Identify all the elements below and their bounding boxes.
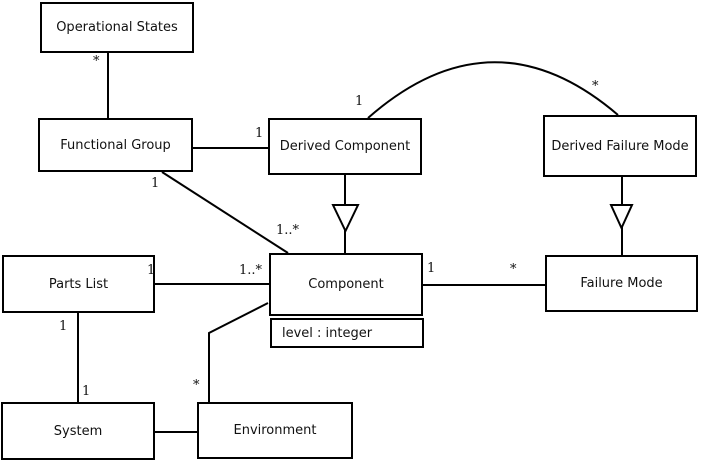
class-label: Derived Failure Mode [551, 138, 689, 154]
multiplicity-label: 1..* [239, 263, 263, 278]
multiplicity-label: 1..* [276, 223, 300, 238]
multiplicity-label: * [93, 54, 100, 69]
multiplicity-label: 1 [147, 263, 156, 278]
multiplicity-label: 1 [151, 176, 160, 191]
class-label: Operational States [56, 20, 178, 35]
edge-functional-group-component [161, 171, 289, 254]
attribute-label: level : integer [282, 325, 373, 341]
edge-component-environment [208, 302, 269, 402]
multiplicity-label: 1 [355, 94, 364, 109]
multiplicity-label: * [510, 262, 517, 277]
class-label: System [53, 423, 103, 439]
class-box-failure-mode: Failure Mode [545, 255, 698, 312]
generalization-arrow-icon [609, 204, 634, 231]
class-label: Environment [233, 423, 317, 438]
class-box-parts-list: Parts List [2, 255, 155, 313]
class-box-derived-component: Derived Component [268, 118, 422, 175]
class-label: Derived Component [279, 139, 411, 154]
class-box-operational-states: Operational States [40, 2, 194, 53]
multiplicity-label: * [193, 378, 200, 393]
class-label: Failure Mode [580, 276, 663, 291]
class-box-component: Component [269, 253, 423, 316]
class-box-environment: Environment [197, 402, 353, 459]
class-box-derived-failure-mode: Derived Failure Mode [543, 115, 697, 177]
class-label: Component [308, 277, 384, 292]
class-box-functional-group: Functional Group [38, 118, 193, 172]
multiplicity-label: * [592, 79, 599, 94]
multiplicity-label: 1 [82, 384, 91, 399]
class-label: Parts List [48, 276, 109, 292]
edge-arc-derived-component-derived-failure-mode [367, 61, 619, 119]
class-box-system: System [1, 402, 155, 460]
multiplicity-label: 1 [59, 319, 68, 334]
multiplicity-label: 1 [255, 126, 264, 141]
generalization-arrow-icon [331, 204, 360, 234]
class-attribute-compartment-component: level : integer [270, 318, 424, 348]
class-label: Functional Group [60, 137, 171, 153]
multiplicity-label: 1 [427, 261, 436, 276]
